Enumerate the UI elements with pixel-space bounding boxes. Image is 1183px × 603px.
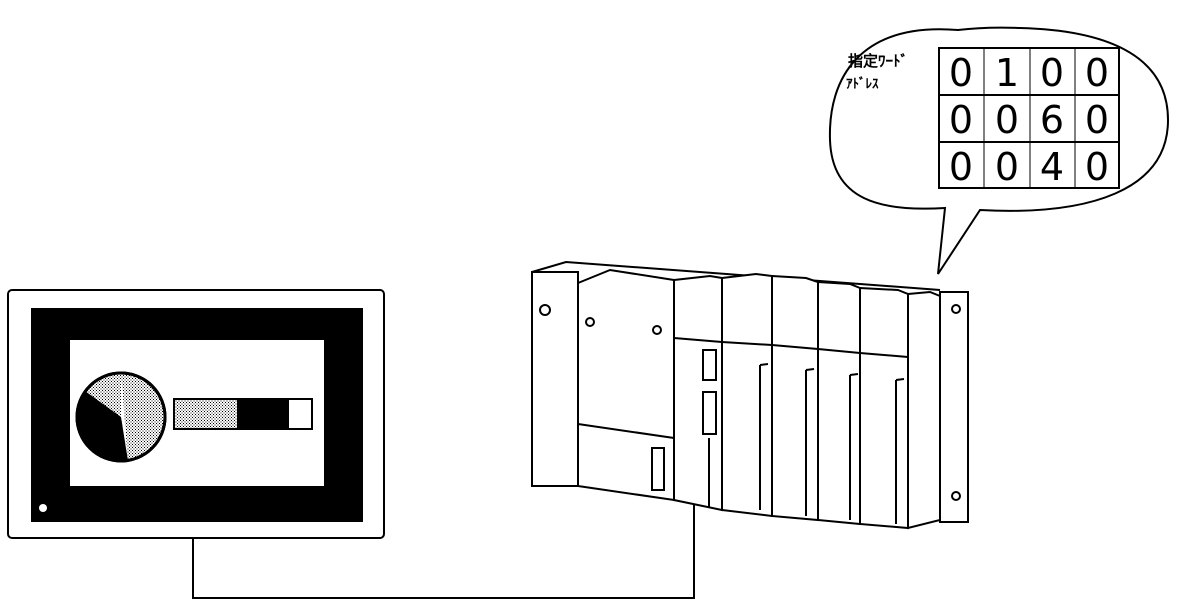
register-digit: 0 [1085, 145, 1109, 189]
pie-dark-slice [121, 373, 128, 461]
register-digit: 0 [1040, 51, 1064, 95]
plc-io-module-2 [771, 274, 819, 522]
pie-dark-slice-2 [75, 391, 128, 462]
hmi-pie-graphic [75, 371, 167, 463]
plc-io-module-3 [817, 280, 861, 526]
callout-label-line2: ｱﾄﾞﾚｽ [846, 76, 879, 92]
hmi-bar-graphic [173, 398, 313, 430]
bar-black-segment [237, 400, 289, 428]
register-digit: 0 [1085, 98, 1109, 142]
register-digit: 6 [1040, 98, 1064, 142]
register-digit: 0 [995, 98, 1019, 142]
register-digit: 0 [995, 145, 1019, 189]
register-digit: 0 [1085, 51, 1109, 95]
register-digit: 0 [949, 51, 973, 95]
register-digit: 4 [1040, 145, 1064, 189]
plc-right-flange [939, 291, 969, 523]
callout-label-line1: 指定ﾜｰﾄﾞ [848, 52, 908, 70]
register-digit: 1 [995, 51, 1019, 95]
hmi-indicator-led [39, 504, 47, 512]
plc-end-cap [907, 290, 941, 530]
plc-rack [531, 260, 969, 530]
register-digit: 0 [949, 145, 973, 189]
register-digit: 0 [949, 98, 973, 142]
plc-left-flange [531, 271, 579, 487]
register-table-frame [938, 47, 1120, 189]
plc-io-module-4 [859, 286, 909, 530]
plc-io-module-1 [721, 272, 773, 518]
hmi-panel [7, 289, 385, 539]
bar-dotted-segment [175, 400, 237, 428]
